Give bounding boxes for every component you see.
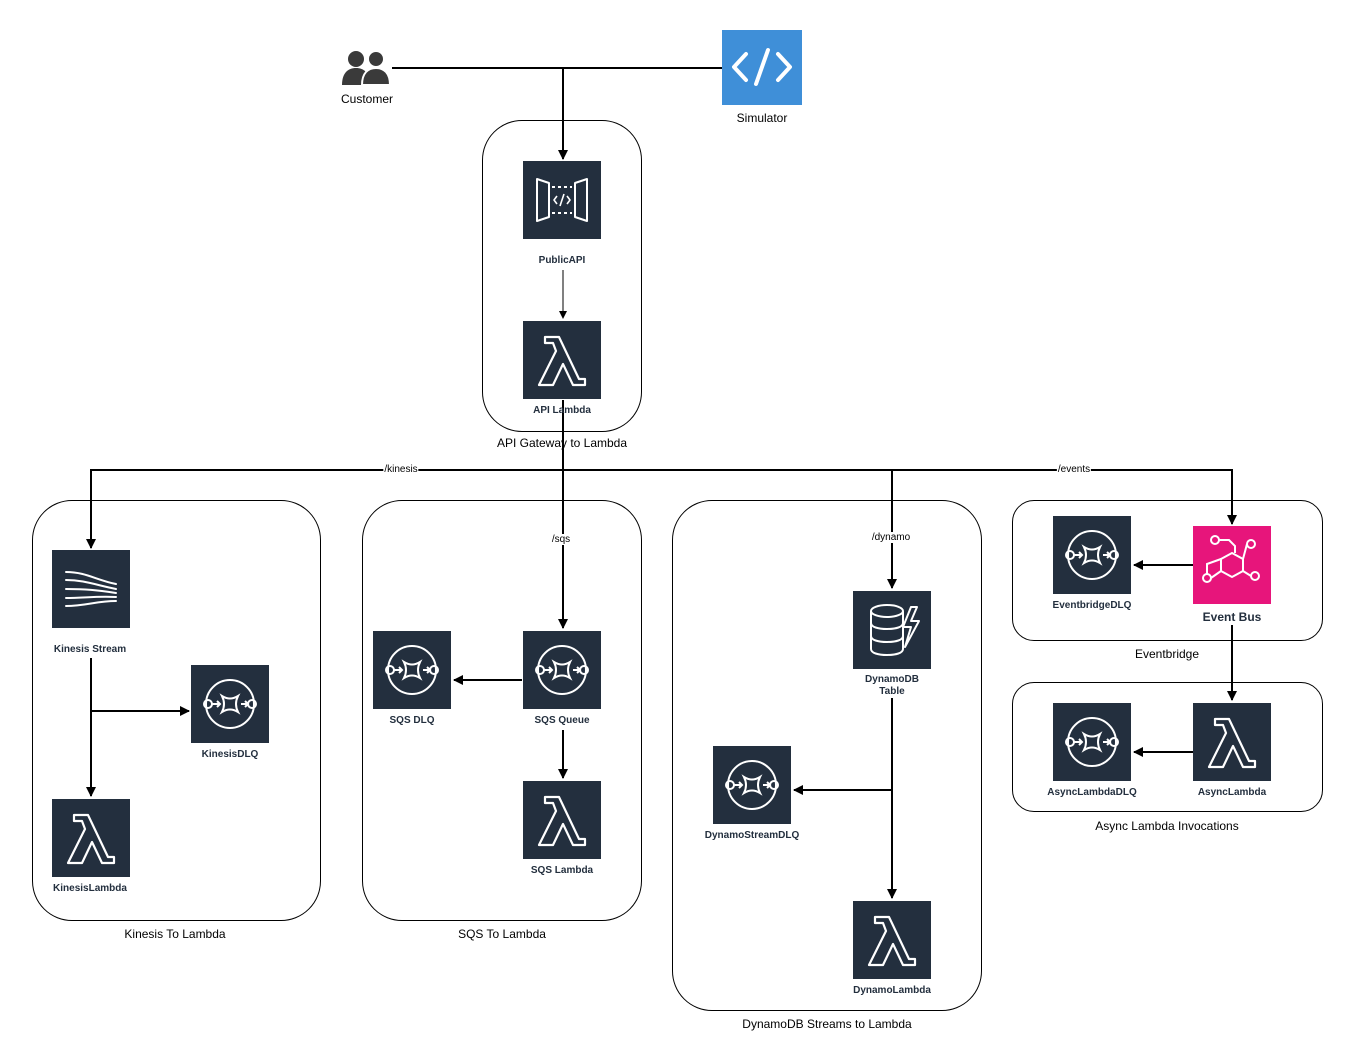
public-api-label: PublicAPI — [538, 255, 586, 266]
dynamo-lambda-label: DynamoLambda — [853, 985, 931, 996]
async-lambda-icon — [1193, 703, 1271, 781]
async-lambda-label: AsyncLambda — [1197, 787, 1267, 798]
sqs-queue-icon — [523, 631, 601, 709]
customer-label: Customer — [340, 92, 394, 106]
group-label-dynamo: DynamoDB Streams to Lambda — [742, 1017, 912, 1031]
sqs-dlq-label: SQS DLQ — [389, 715, 435, 726]
group-label-async: Async Lambda Invocations — [1095, 819, 1239, 833]
simulator-icon — [722, 30, 802, 105]
edge-api-lambda-to-dynamo — [563, 469, 897, 589]
dynamodb-table-icon — [853, 591, 931, 669]
api-gateway-icon — [523, 161, 601, 239]
dynamo-lambda-icon — [853, 901, 931, 979]
simulator-label: Simulator — [736, 111, 788, 125]
group-label-sqs: SQS To Lambda — [458, 927, 546, 941]
route-label-events: /events — [1056, 464, 1092, 475]
dynamodb-table-label: DynamoDB Table — [865, 674, 919, 697]
api-lambda-label: API Lambda — [533, 405, 591, 416]
dynamo-stream-dlq-label: DynamoStreamDLQ — [704, 830, 800, 841]
customer-icon — [340, 48, 394, 88]
kinesis-stream-icon — [52, 550, 130, 628]
eventbridge-dlq-label: EventbridgeDLQ — [1052, 600, 1132, 611]
group-label-api: API Gateway to Lambda — [496, 436, 628, 450]
sqs-queue-label: SQS Queue — [534, 715, 590, 726]
edge-api-lambda-to-kinesis — [86, 400, 564, 549]
sqs-lambda-icon — [523, 781, 601, 859]
kinesis-lambda-label: KinesisLambda — [53, 883, 127, 894]
eventbridge-dlq-icon — [1053, 516, 1131, 594]
route-label-dynamo: /dynamo — [870, 532, 912, 543]
group-label-eventbridge: Eventbridge — [1134, 647, 1200, 661]
group-label-kinesis: Kinesis To Lambda — [124, 927, 226, 941]
event-bus-icon — [1193, 526, 1271, 604]
kinesis-stream-label: Kinesis Stream — [53, 644, 127, 655]
sqs-dlq-icon — [373, 631, 451, 709]
kinesis-lambda-icon — [52, 799, 130, 877]
event-bus-label: Event Bus — [1202, 610, 1262, 624]
async-lambda-dlq-label: AsyncLambdaDLQ — [1047, 787, 1137, 798]
async-lambda-dlq-icon — [1053, 703, 1131, 781]
kinesis-dlq-label: KinesisDLQ — [201, 749, 259, 760]
api-lambda-icon — [523, 321, 601, 399]
kinesis-dlq-icon — [191, 665, 269, 743]
route-label-kinesis: /kinesis — [383, 464, 419, 475]
dynamo-stream-dlq-icon — [713, 746, 791, 824]
route-label-sqs: /sqs — [550, 534, 572, 545]
edge-api-lambda-to-events — [563, 469, 1237, 525]
sqs-lambda-label: SQS Lambda — [530, 865, 594, 876]
